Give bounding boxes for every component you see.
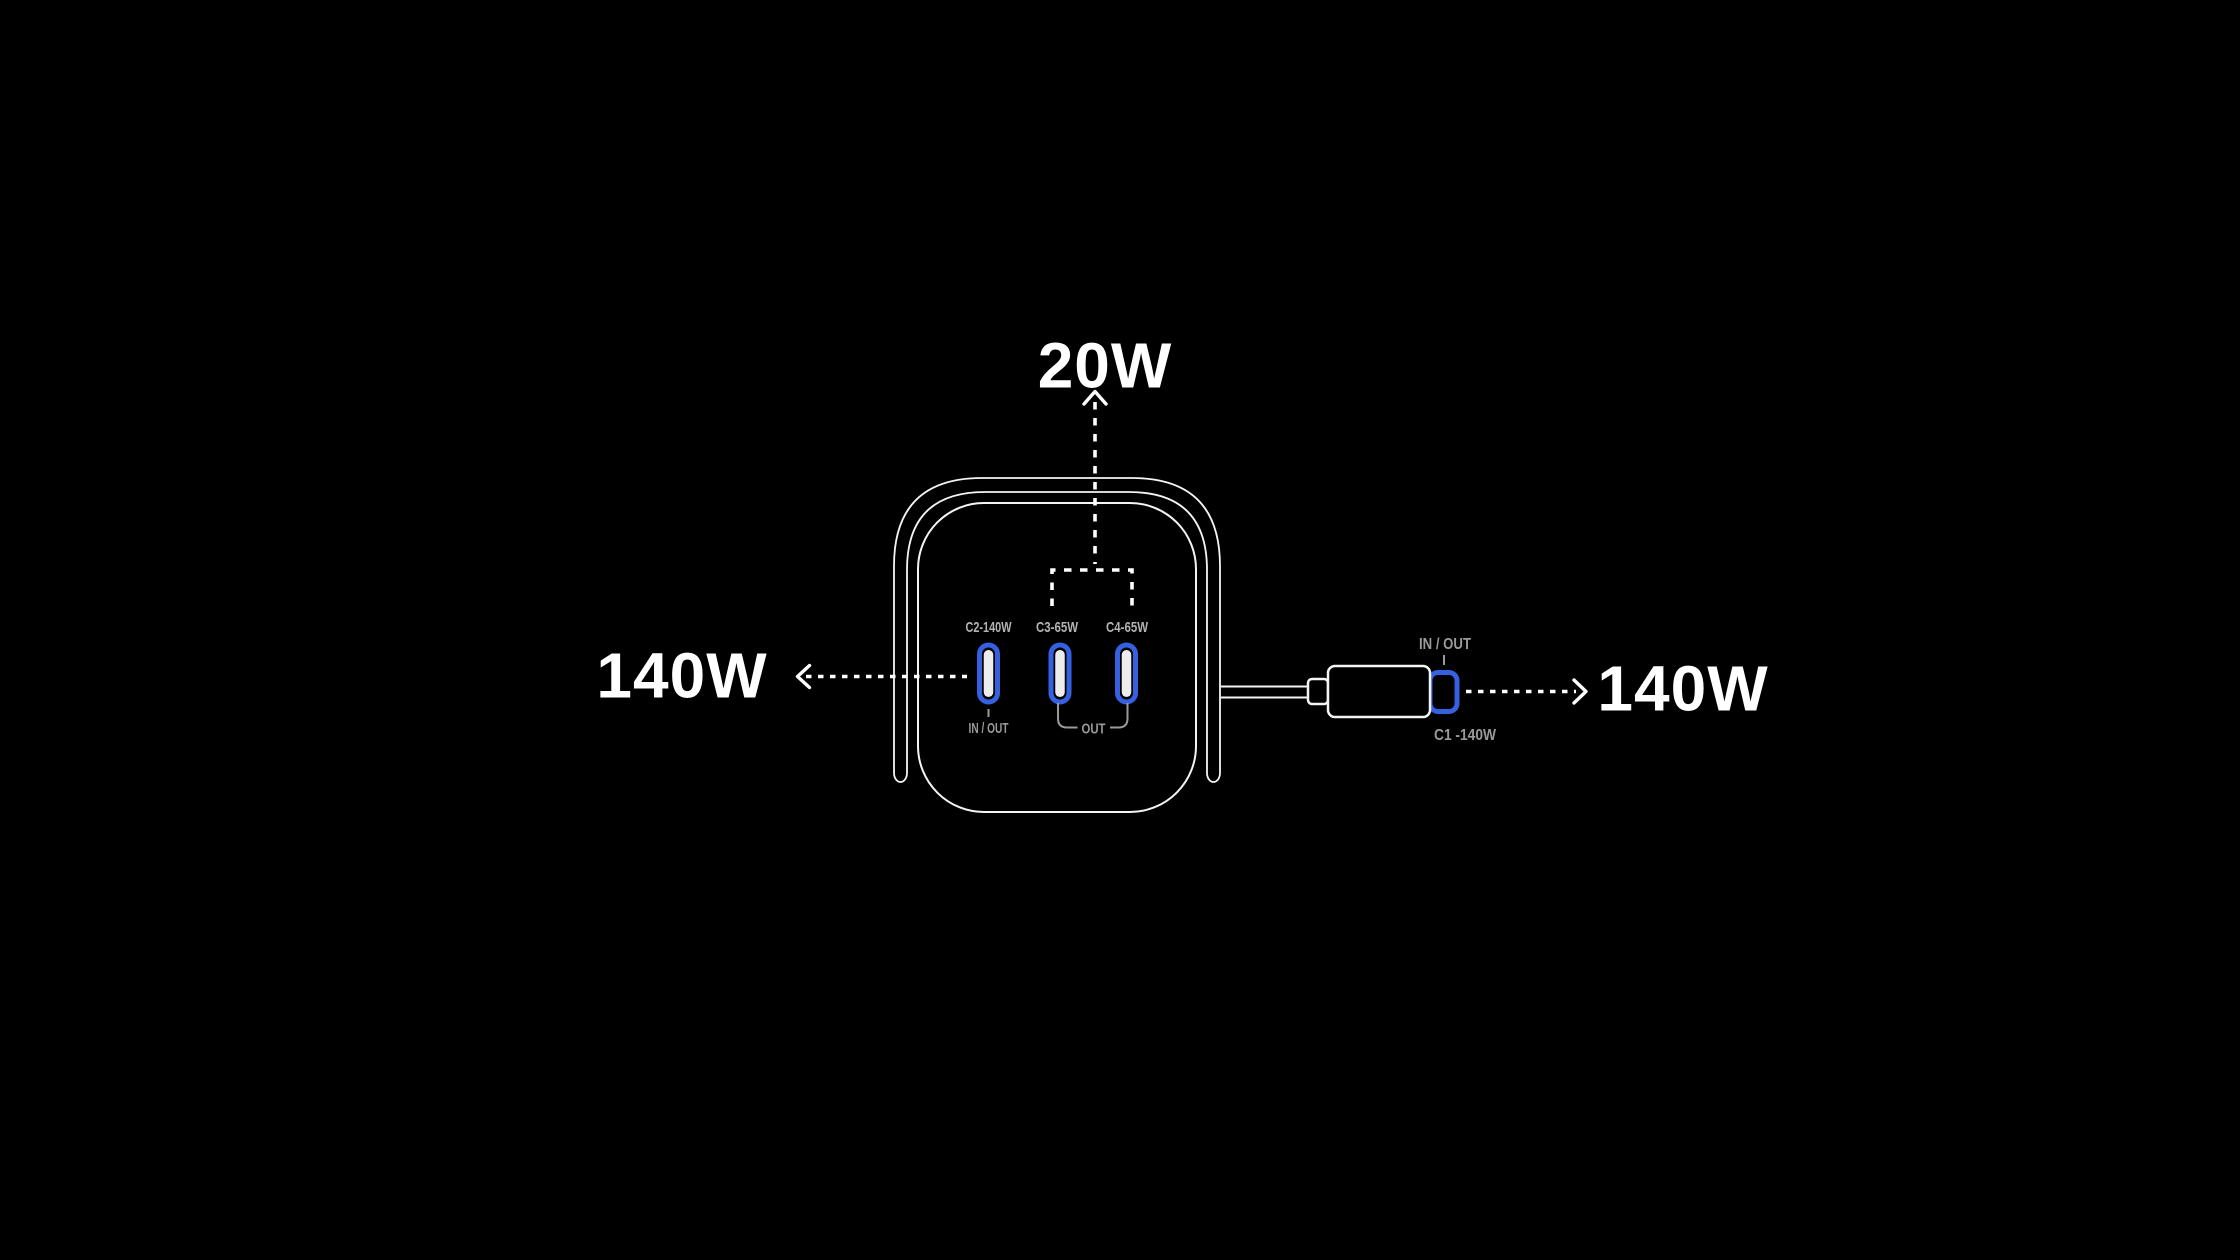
c3-c4-bracket-left (1057, 703, 1078, 729)
c2-direction-label: IN / OUT (969, 721, 1009, 737)
cable-strain-relief (1306, 677, 1330, 706)
c3-c4-direction-label: OUT (1082, 722, 1106, 738)
arrow-right-icon (1572, 678, 1588, 705)
port-c4-label: C4-65W (1106, 619, 1149, 636)
left-power-label: 140W (596, 640, 767, 712)
cable-and-connector: IN / OUT C1 -140W (1221, 636, 1497, 744)
charger-band-foot-right (1206, 772, 1221, 783)
cable-line (1221, 685, 1308, 699)
charger-band-foot-left (893, 772, 908, 783)
arrow-up-icon (1082, 389, 1108, 406)
c3-c4-dashed-bracket (1050, 568, 1134, 606)
right-power-label: 140W (1597, 653, 1768, 725)
charger-outline (893, 477, 1221, 813)
arrow-left-icon (795, 663, 812, 690)
charger-band-outer (893, 477, 1221, 773)
c1-direction-label: IN / OUT (1419, 636, 1471, 653)
port-c3-label: C3-65W (1036, 619, 1079, 636)
port-c2-label: C2-140W (966, 619, 1013, 636)
charger-body (917, 502, 1197, 813)
c3-c4-bracket-right (1110, 703, 1129, 729)
top-power-label: 20W (1038, 330, 1173, 402)
connector-c1-body (1326, 664, 1432, 719)
charger-band-inner (906, 491, 1208, 773)
c1-port-label: C1 -140W (1434, 727, 1497, 744)
